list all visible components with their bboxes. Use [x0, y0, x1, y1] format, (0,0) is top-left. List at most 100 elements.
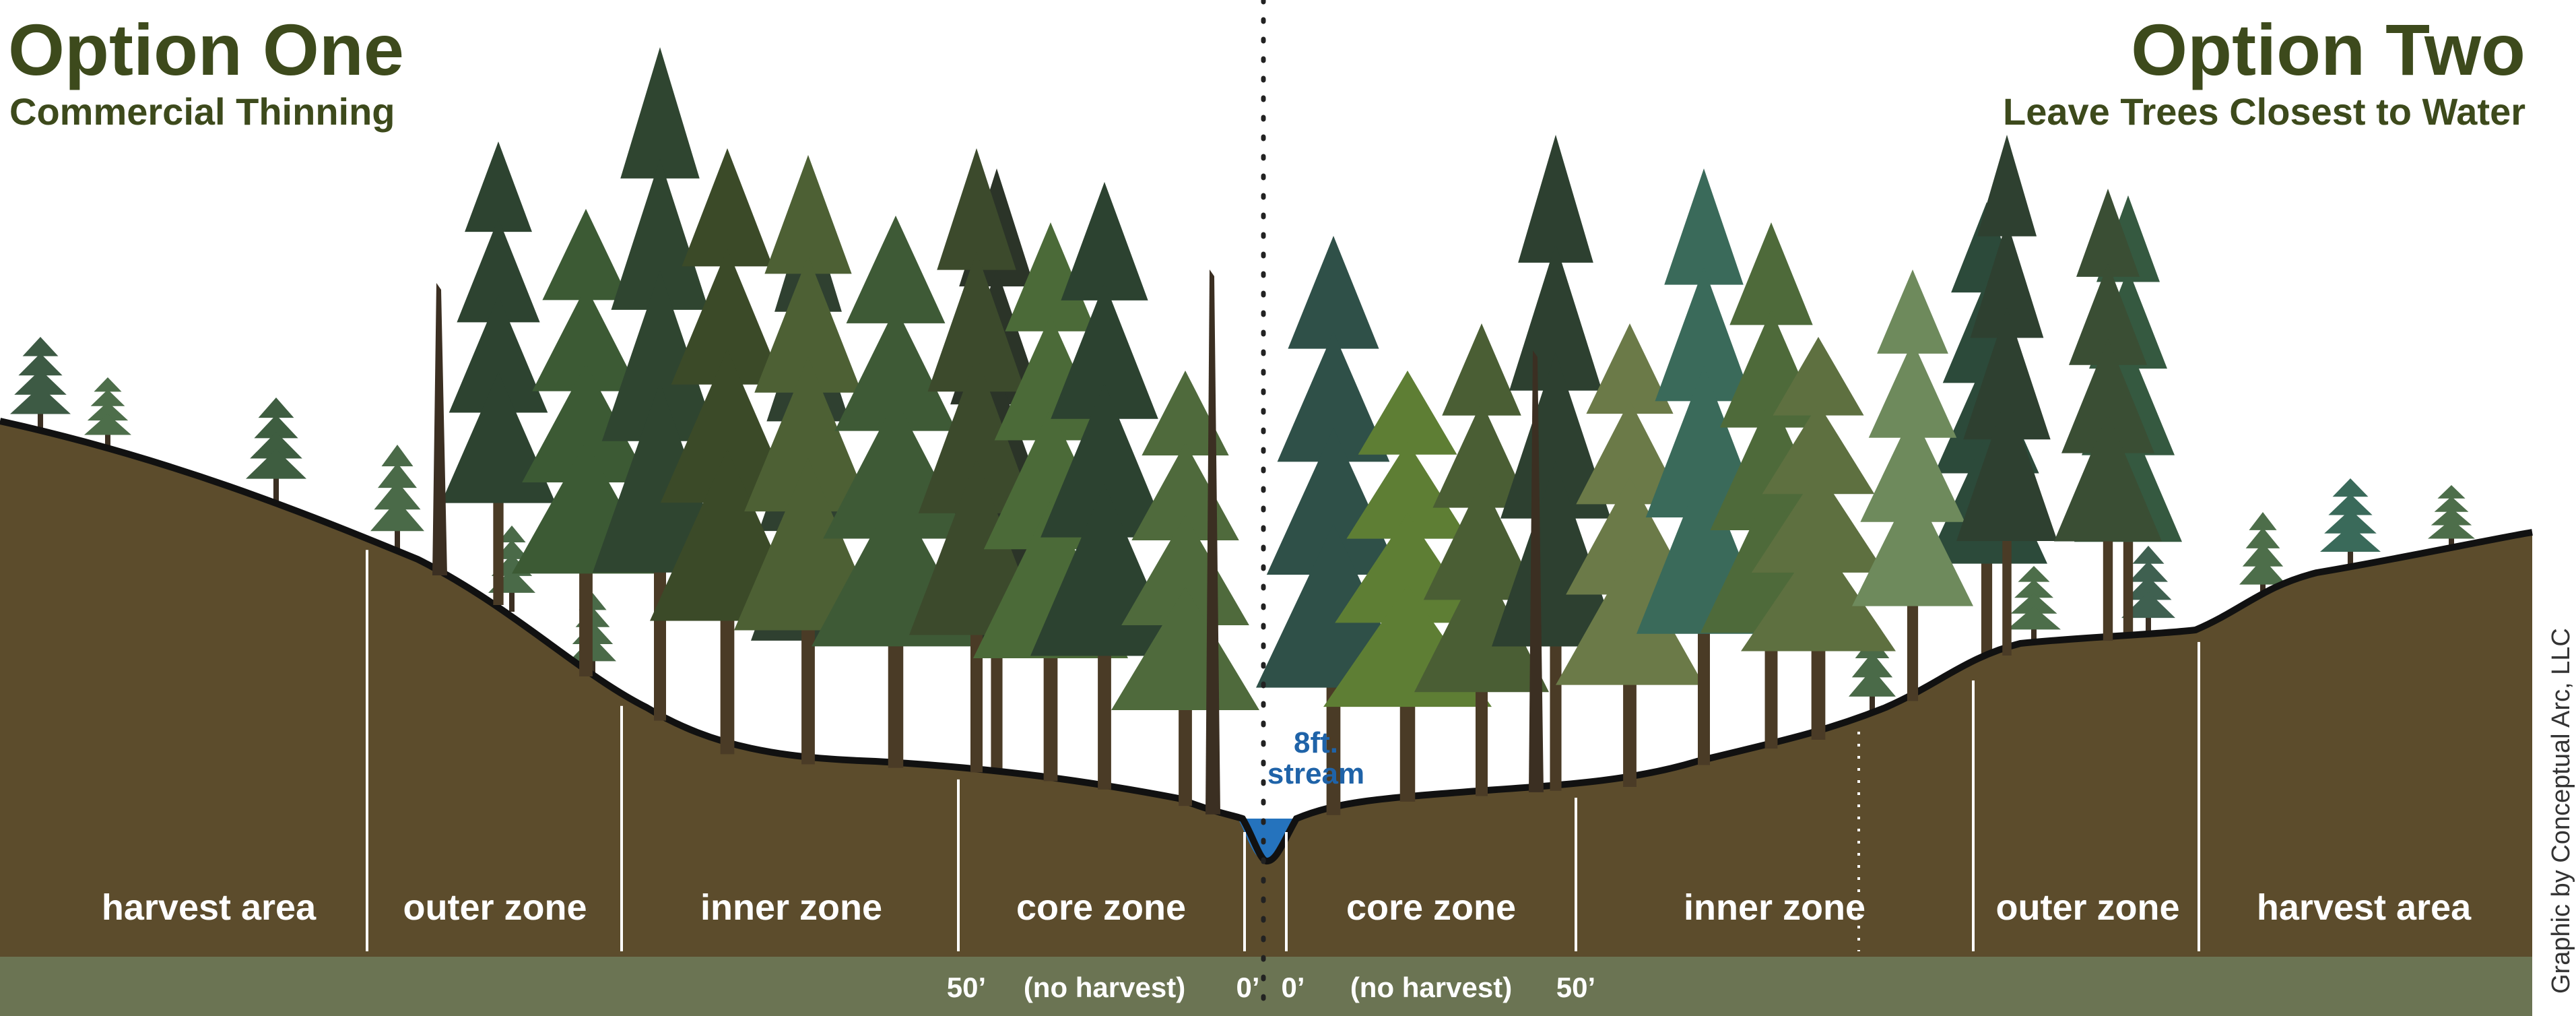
conifer-tree: [1423, 480, 1540, 600]
conifer-tree: [1741, 537, 1896, 652]
conifer-tree: [1277, 331, 1390, 462]
conifer-tree: [2076, 189, 2140, 277]
zone-label-right-harvest: harvest area: [2256, 887, 2472, 928]
conifer-tree: [601, 270, 719, 441]
conifer-tree: [22, 337, 59, 356]
conifer-tree: [374, 481, 421, 510]
graphic-credit: Graphic by Conceptual Arc, LLC: [2547, 628, 2575, 994]
conifer-tree: [2132, 546, 2165, 564]
zone-label-right-outer: outer zone: [1995, 887, 2180, 928]
conifer-tree: [1566, 477, 1694, 595]
snag-tree: [432, 283, 447, 575]
conifer-tree: [522, 364, 650, 482]
conifer-tree: [1773, 337, 1864, 416]
conifer-tree: [1664, 168, 1744, 285]
riparian-forest-trees: [432, 47, 2162, 815]
conifer-tree: [2054, 413, 2162, 542]
conifer-tree: [2121, 592, 2175, 618]
conifer-tree: [2332, 478, 2369, 497]
conifer-tree: [2324, 509, 2377, 534]
conifer-tree: [465, 141, 532, 232]
distance-right-50: 50’: [1556, 972, 1596, 1003]
conifer-tree: [2328, 494, 2373, 515]
conifer-tree: [1762, 404, 1875, 495]
conifer-tree: [660, 349, 795, 503]
conifer-tree: [381, 445, 414, 467]
conifer-tree: [1956, 393, 2057, 541]
conifer-tree: [457, 218, 540, 323]
conifer-tree: [611, 158, 709, 310]
conifer-tree: [87, 402, 129, 421]
conifer-tree: [1877, 269, 1948, 354]
zone-label-left-core: core zone: [1016, 887, 1187, 928]
stream-label: 8ft. stream: [1267, 726, 1365, 791]
zone-label-right-core: core zone: [1346, 887, 1517, 928]
conifer-tree: [834, 307, 957, 431]
conifer-tree: [378, 463, 417, 488]
conifer-tree: [94, 377, 122, 392]
conifer-tree: [2239, 558, 2286, 585]
option-two-title: Option Two: [2131, 9, 2525, 90]
conifer-tree: [1851, 652, 1893, 678]
conifer-tree: [441, 372, 556, 503]
distance-left-0: 0’: [1236, 972, 1260, 1003]
conifer-tree: [1645, 366, 1762, 518]
conifer-tree: [1963, 307, 2051, 440]
conifer-tree: [2437, 485, 2466, 499]
conifer-tree: [620, 47, 700, 179]
conifer-tree: [2320, 525, 2381, 552]
conifer-tree: [1432, 402, 1531, 508]
snag-tree: [1529, 350, 1544, 792]
conifer-tree: [2018, 566, 2050, 582]
zone-label-right-inner: inner zone: [1683, 887, 1866, 928]
no-harvest-right: (no harvest): [1350, 972, 1513, 1003]
snag-tree: [1206, 269, 1220, 815]
conifer-tree: [1288, 236, 1379, 349]
conifer-tree: [1041, 383, 1168, 538]
conifer-tree: [370, 499, 424, 532]
no-harvest-left: (no harvest): [1023, 972, 1186, 1003]
zone-label-left-outer: outer zone: [403, 887, 587, 928]
conifer-tree: [246, 449, 306, 479]
conifer-tree: [2069, 263, 2147, 365]
conifer-tree: [2245, 527, 2280, 548]
conifer-tree: [1005, 222, 1096, 331]
stream-water: [1238, 819, 1298, 862]
conifer-tree: [2129, 561, 2168, 582]
conifer-tree: [542, 209, 630, 300]
conifer-tree: [258, 398, 294, 418]
conifer-tree: [1142, 371, 1229, 456]
conifer-tree: [1509, 243, 1602, 391]
option-one-subtitle: Commercial Thinning: [9, 90, 395, 133]
conifer-tree: [254, 414, 298, 439]
conifer-tree: [449, 295, 548, 413]
conifer-tree: [90, 389, 125, 406]
conifer-tree: [918, 355, 1035, 513]
conifer-tree: [1849, 668, 1896, 697]
conifer-tree: [84, 414, 131, 435]
conifer-tree: [1860, 412, 1965, 522]
conifer-tree: [1518, 135, 1593, 263]
conifer-tree: [744, 356, 872, 512]
conifer-tree: [1977, 135, 2037, 236]
conifer-tree: [250, 432, 302, 459]
stream-size: 8ft.: [1294, 726, 1338, 759]
conifer-tree: [2249, 512, 2277, 530]
conifer-tree: [1051, 282, 1158, 419]
conifer-tree: [1061, 182, 1148, 300]
base-band: [0, 957, 2532, 1016]
conifer-tree: [937, 148, 1016, 270]
zone-divider-lines: [366, 550, 2200, 951]
conifer-tree: [764, 155, 852, 274]
stream-word: stream: [1267, 757, 1365, 791]
conifer-tree: [1586, 323, 1674, 414]
conifer-tree: [1729, 222, 1813, 325]
conifer-tree: [18, 353, 63, 376]
conifer-tree: [2434, 496, 2469, 512]
conifer-tree: [2431, 507, 2472, 526]
conifer-tree: [498, 526, 526, 542]
conifer-tree: [1751, 470, 1886, 573]
option-two-subtitle: Leave Trees Closest to Water: [2002, 90, 2525, 133]
conifer-tree: [927, 251, 1026, 392]
